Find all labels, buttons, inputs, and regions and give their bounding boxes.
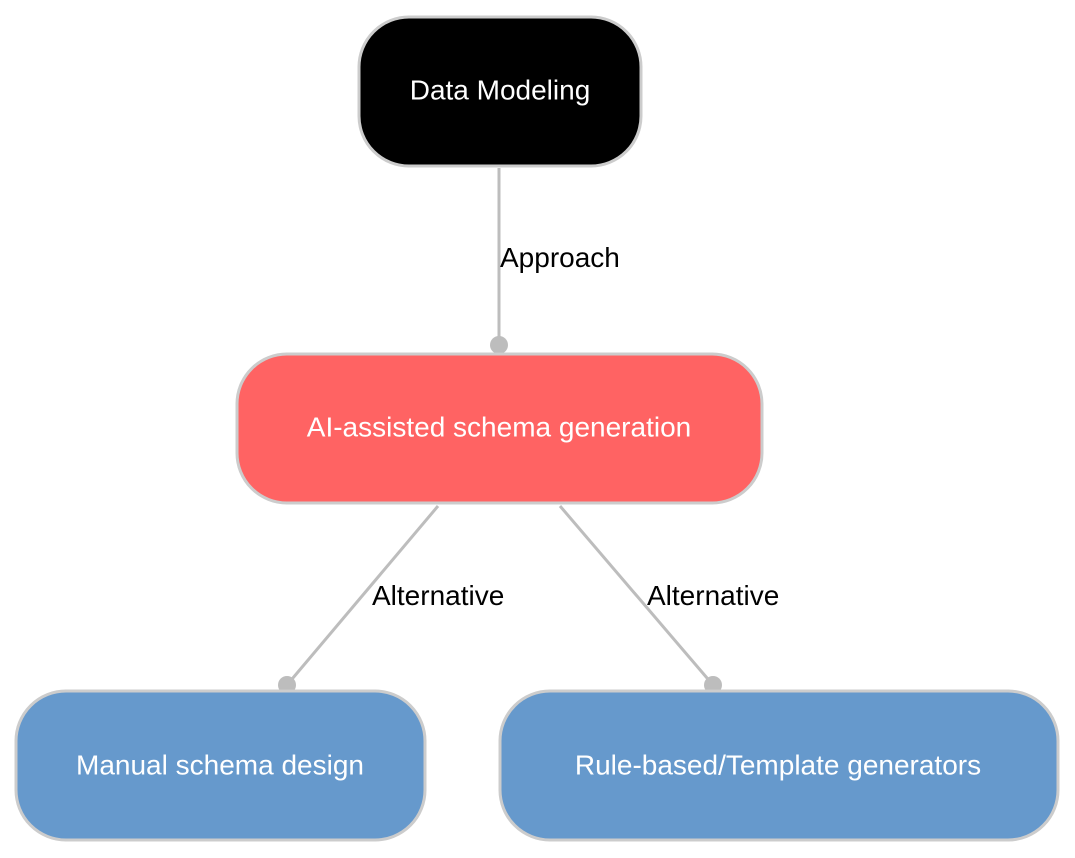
node-label-ai-assisted-schema-generation: AI-assisted schema generation	[307, 412, 691, 443]
node-box	[498, 689, 1060, 842]
node-manual-schema-design[interactable]: Manual schema design	[14, 689, 427, 842]
node-label-data-modeling: Data Modeling	[410, 75, 591, 106]
edge-line-alternative-rule-based	[558, 505, 715, 686]
node-box	[14, 689, 427, 842]
node-box	[357, 15, 643, 168]
edge-alternative-rule-based: Alternative	[558, 505, 779, 694]
edge-label-alternative-rule-based: Alternative	[647, 580, 779, 611]
node-label-manual-schema-design: Manual schema design	[76, 750, 364, 781]
edge-line-alternative-manual	[285, 505, 440, 686]
node-box	[235, 352, 764, 505]
edge-label-alternative-manual: Alternative	[372, 580, 504, 611]
edge-alternative-manual: Alternative	[278, 505, 504, 694]
node-ai-assisted-schema-generation[interactable]: AI-assisted schema generation	[235, 352, 764, 505]
node-label-rule-based-template-generators: Rule-based/Template generators	[575, 750, 981, 781]
edge-endpoint-dot	[490, 336, 508, 354]
node-data-modeling[interactable]: Data Modeling	[357, 15, 643, 168]
node-rule-based-template-generators[interactable]: Rule-based/Template generators	[498, 689, 1060, 842]
edge-label-approach: Approach	[500, 242, 620, 273]
edge-approach: Approach	[490, 168, 620, 354]
